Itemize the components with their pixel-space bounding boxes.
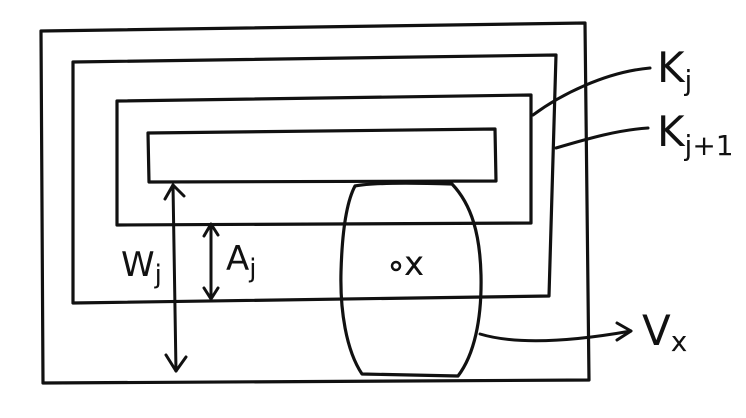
v-x-label: Vx xyxy=(642,306,687,358)
w-j-label: Wj xyxy=(121,245,162,290)
k-j-plus-1-rectangle xyxy=(71,53,558,305)
k-j-leader-line xyxy=(531,66,652,117)
inner-rectangle xyxy=(146,127,498,184)
k-j-plus-1-leader-line xyxy=(554,126,650,150)
k-j-label: Kj xyxy=(657,43,692,97)
a-j-arrow xyxy=(202,222,220,301)
x-point-label: x xyxy=(404,244,424,284)
v-x-leader-arrow xyxy=(478,321,633,343)
k-j-rectangle xyxy=(115,93,533,227)
k-j-plus-1-label: Kj+1 xyxy=(657,107,734,162)
w-j-arrow xyxy=(163,183,188,373)
outer-rectangle xyxy=(39,21,591,385)
a-j-label: Aj xyxy=(226,239,257,284)
v-x-oval xyxy=(339,181,483,378)
x-point-dot xyxy=(390,260,402,272)
